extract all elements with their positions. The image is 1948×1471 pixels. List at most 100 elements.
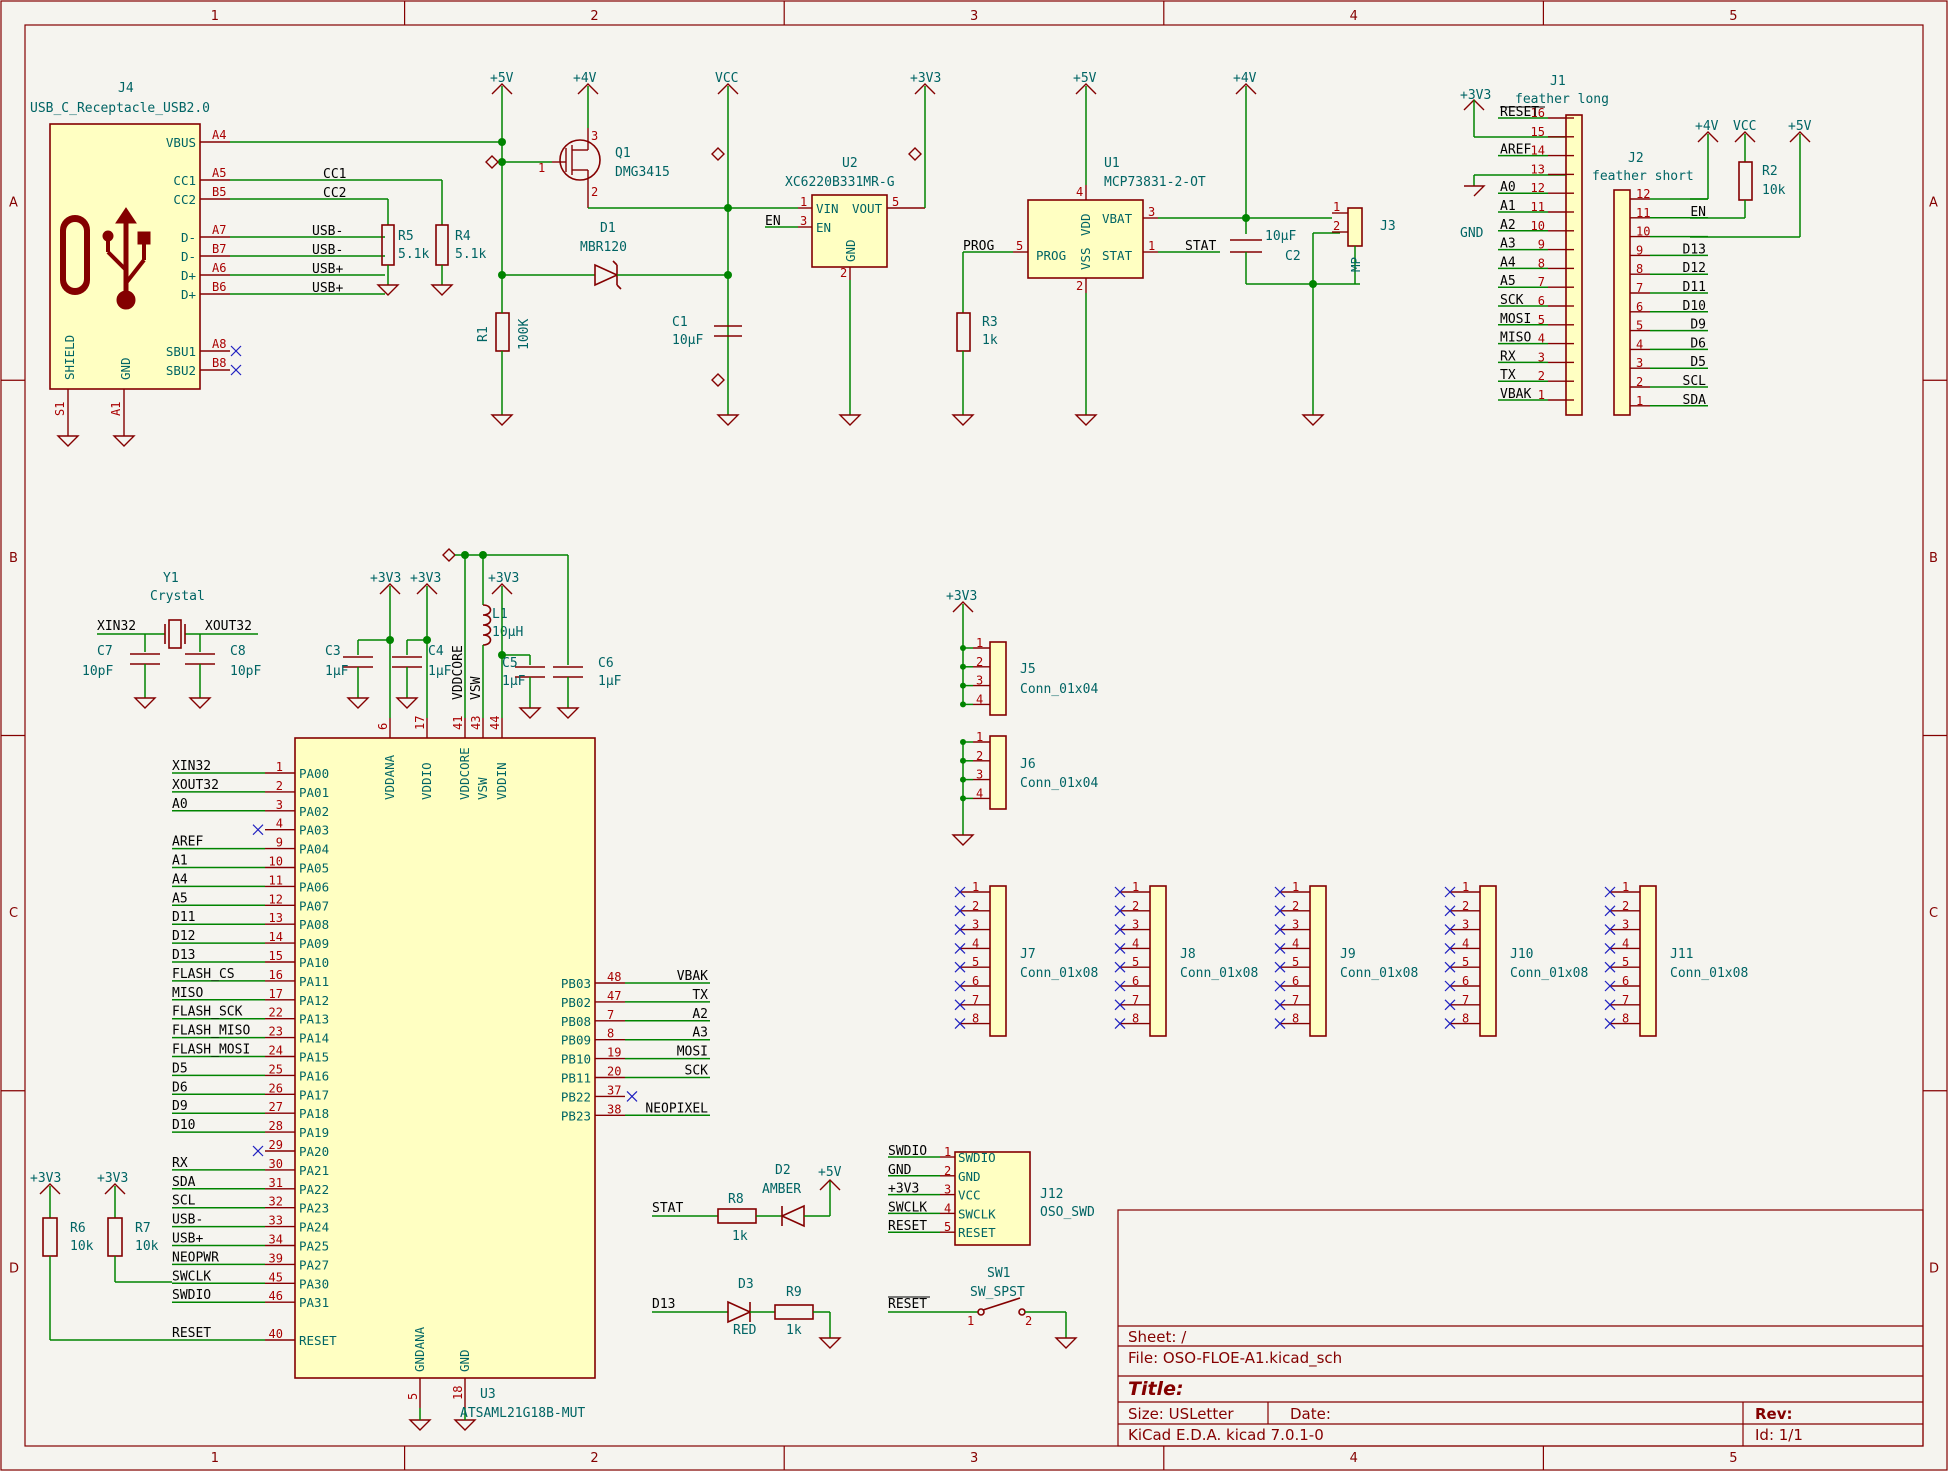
d2-ref: D2	[775, 1163, 791, 1178]
j1-pin-number: 1	[1538, 388, 1545, 402]
usb-pin-name: CC2	[173, 192, 196, 207]
j8-ref: J8	[1180, 947, 1196, 962]
u3-left-net-label: D12	[172, 929, 195, 944]
u3-left-pin-number: 11	[269, 873, 283, 887]
u3-left-net-label: FLASH_CS	[172, 967, 235, 982]
j1-net-label: A2	[1500, 218, 1516, 233]
u1-vbat: VBAT	[1102, 211, 1133, 226]
u3-bottom-pin-name: GND	[457, 1349, 472, 1372]
j2-pin-number: 9	[1636, 243, 1643, 257]
usb-pin-name: SBU1	[166, 344, 196, 359]
j1-net-label: A5	[1500, 274, 1516, 289]
svg-text:3: 3	[591, 129, 598, 143]
svg-text:5: 5	[1016, 239, 1023, 253]
j2-pin-number: 11	[1636, 206, 1650, 220]
u3-left-net-label: RESET	[172, 1326, 211, 1341]
j6-ref: J6	[1020, 757, 1036, 772]
power-path: +5V +4V 1 3 2 Q1 DMG3415 D1 MBR120	[476, 71, 941, 426]
c3-ref: C3	[325, 644, 341, 659]
resistor-r5	[381, 224, 395, 266]
r3-value: 1k	[982, 333, 998, 348]
u1-ref: U1	[1104, 156, 1120, 171]
header-j1: J1 feather long +3V3 GND 16RESET1514AREF…	[1460, 74, 1609, 416]
conn8-pin-number: 2	[1622, 899, 1629, 913]
u3-left-pin-number: 27	[269, 1100, 283, 1114]
swd-pin-name: SWCLK	[958, 1206, 996, 1221]
u3-top-pin-number: 44	[488, 716, 502, 730]
charger-ic-u1	[1027, 199, 1144, 279]
resistor-r1	[495, 312, 510, 352]
conn8-pin-number: 6	[1622, 974, 1629, 988]
pwr-3v3-label-r7: +3V3	[97, 1171, 128, 1186]
svg-text:1: 1	[538, 161, 545, 175]
col-label-top: 1	[211, 9, 219, 24]
r9-ref: R9	[786, 1285, 802, 1300]
battery-connector-j3	[1347, 207, 1363, 247]
row-label-left: B	[9, 551, 18, 566]
l1-value: 10µH	[492, 625, 523, 640]
net-reset-sw: RESET	[888, 1297, 927, 1312]
shield-label: SHIELD	[62, 335, 77, 380]
u3-right-pin-number: 8	[607, 1027, 614, 1041]
d3-ref: D3	[738, 1277, 754, 1292]
u3-left-pin-number: 15	[269, 949, 283, 963]
u3-left-pin-name: PA02	[299, 804, 329, 819]
u3-right-pin-number: 47	[607, 989, 621, 1003]
usb-pin-number: B7	[212, 242, 226, 256]
u3-left-net-label: D9	[172, 1099, 188, 1114]
u3-left-pin-number: 14	[269, 930, 283, 944]
col-label-bottom: 4	[1350, 1451, 1358, 1466]
row-label-right: C	[1929, 906, 1938, 921]
y1-value: Crystal	[150, 589, 205, 604]
q1-value: DMG3415	[615, 165, 670, 180]
conn8-pin-number: 3	[1622, 918, 1629, 932]
j5-pin-number: 2	[976, 655, 983, 669]
j2-net-label: D9	[1690, 318, 1706, 333]
swd-pin-name: SWDIO	[958, 1150, 996, 1165]
j1-net-label: A0	[1500, 180, 1516, 195]
j2-net-label: SCL	[1683, 374, 1707, 389]
net-stat: STAT	[1185, 239, 1216, 254]
u3-left-pin-number: 24	[269, 1044, 283, 1058]
conn8-pin-number: 5	[972, 955, 979, 969]
j1-net-label: MOSI	[1500, 312, 1531, 327]
conn8-pin-number: 7	[1292, 993, 1299, 1007]
row-label-right: B	[1929, 551, 1938, 566]
svg-text:3: 3	[1148, 205, 1155, 219]
tb-tool: KiCad E.D.A. kicad 7.0.1-0	[1128, 1426, 1324, 1444]
j2-pin-number: 6	[1636, 300, 1643, 314]
u3-left-pin-name: PA31	[299, 1295, 329, 1310]
conn8-pin-number: 7	[1132, 993, 1139, 1007]
svg-text:2: 2	[1333, 219, 1340, 233]
u3-left-net-label: A5	[172, 891, 188, 906]
swd-net-label: SWCLK	[888, 1200, 927, 1215]
charger-u1: +5V 4 2 5 3 1 PROG VSS VDD VBAT STAT U1 …	[951, 71, 1396, 426]
u3-left-net-label: XIN32	[172, 759, 211, 774]
u3-left-pin-number: 10	[269, 855, 283, 869]
u3-right-net-label: A3	[692, 1026, 708, 1041]
j4-value: USB_C_Receptacle_USB2.0	[30, 101, 210, 116]
j2-net-label: EN	[1690, 205, 1706, 220]
svg-text:3: 3	[800, 214, 807, 228]
conn8-pin-number: 5	[1132, 955, 1139, 969]
pwr-flag-icon-5	[442, 548, 456, 562]
usb-c-connector-j4: J4 USB_C_Receptacle_USB2.0 A4VBUSA5CC1B5…	[30, 81, 242, 447]
svg-text:2: 2	[840, 266, 847, 280]
j5-ref: J5	[1020, 662, 1036, 677]
d3-value: RED	[733, 1323, 757, 1338]
j7-value: Conn_01x08	[1020, 966, 1098, 981]
row-label-right: A	[1929, 196, 1938, 211]
j2-pin-number: 2	[1636, 375, 1643, 389]
r1-value: 100K	[517, 319, 532, 350]
net-usb-minus-2: USB-	[312, 243, 343, 258]
c8-value: 10pF	[230, 664, 261, 679]
u3-left-pin-number: 23	[269, 1025, 283, 1039]
u3-left-pin-number: 28	[269, 1119, 283, 1133]
u3-top-pin-number: 43	[469, 716, 483, 730]
u3-left-pin-name: PA06	[299, 879, 329, 894]
